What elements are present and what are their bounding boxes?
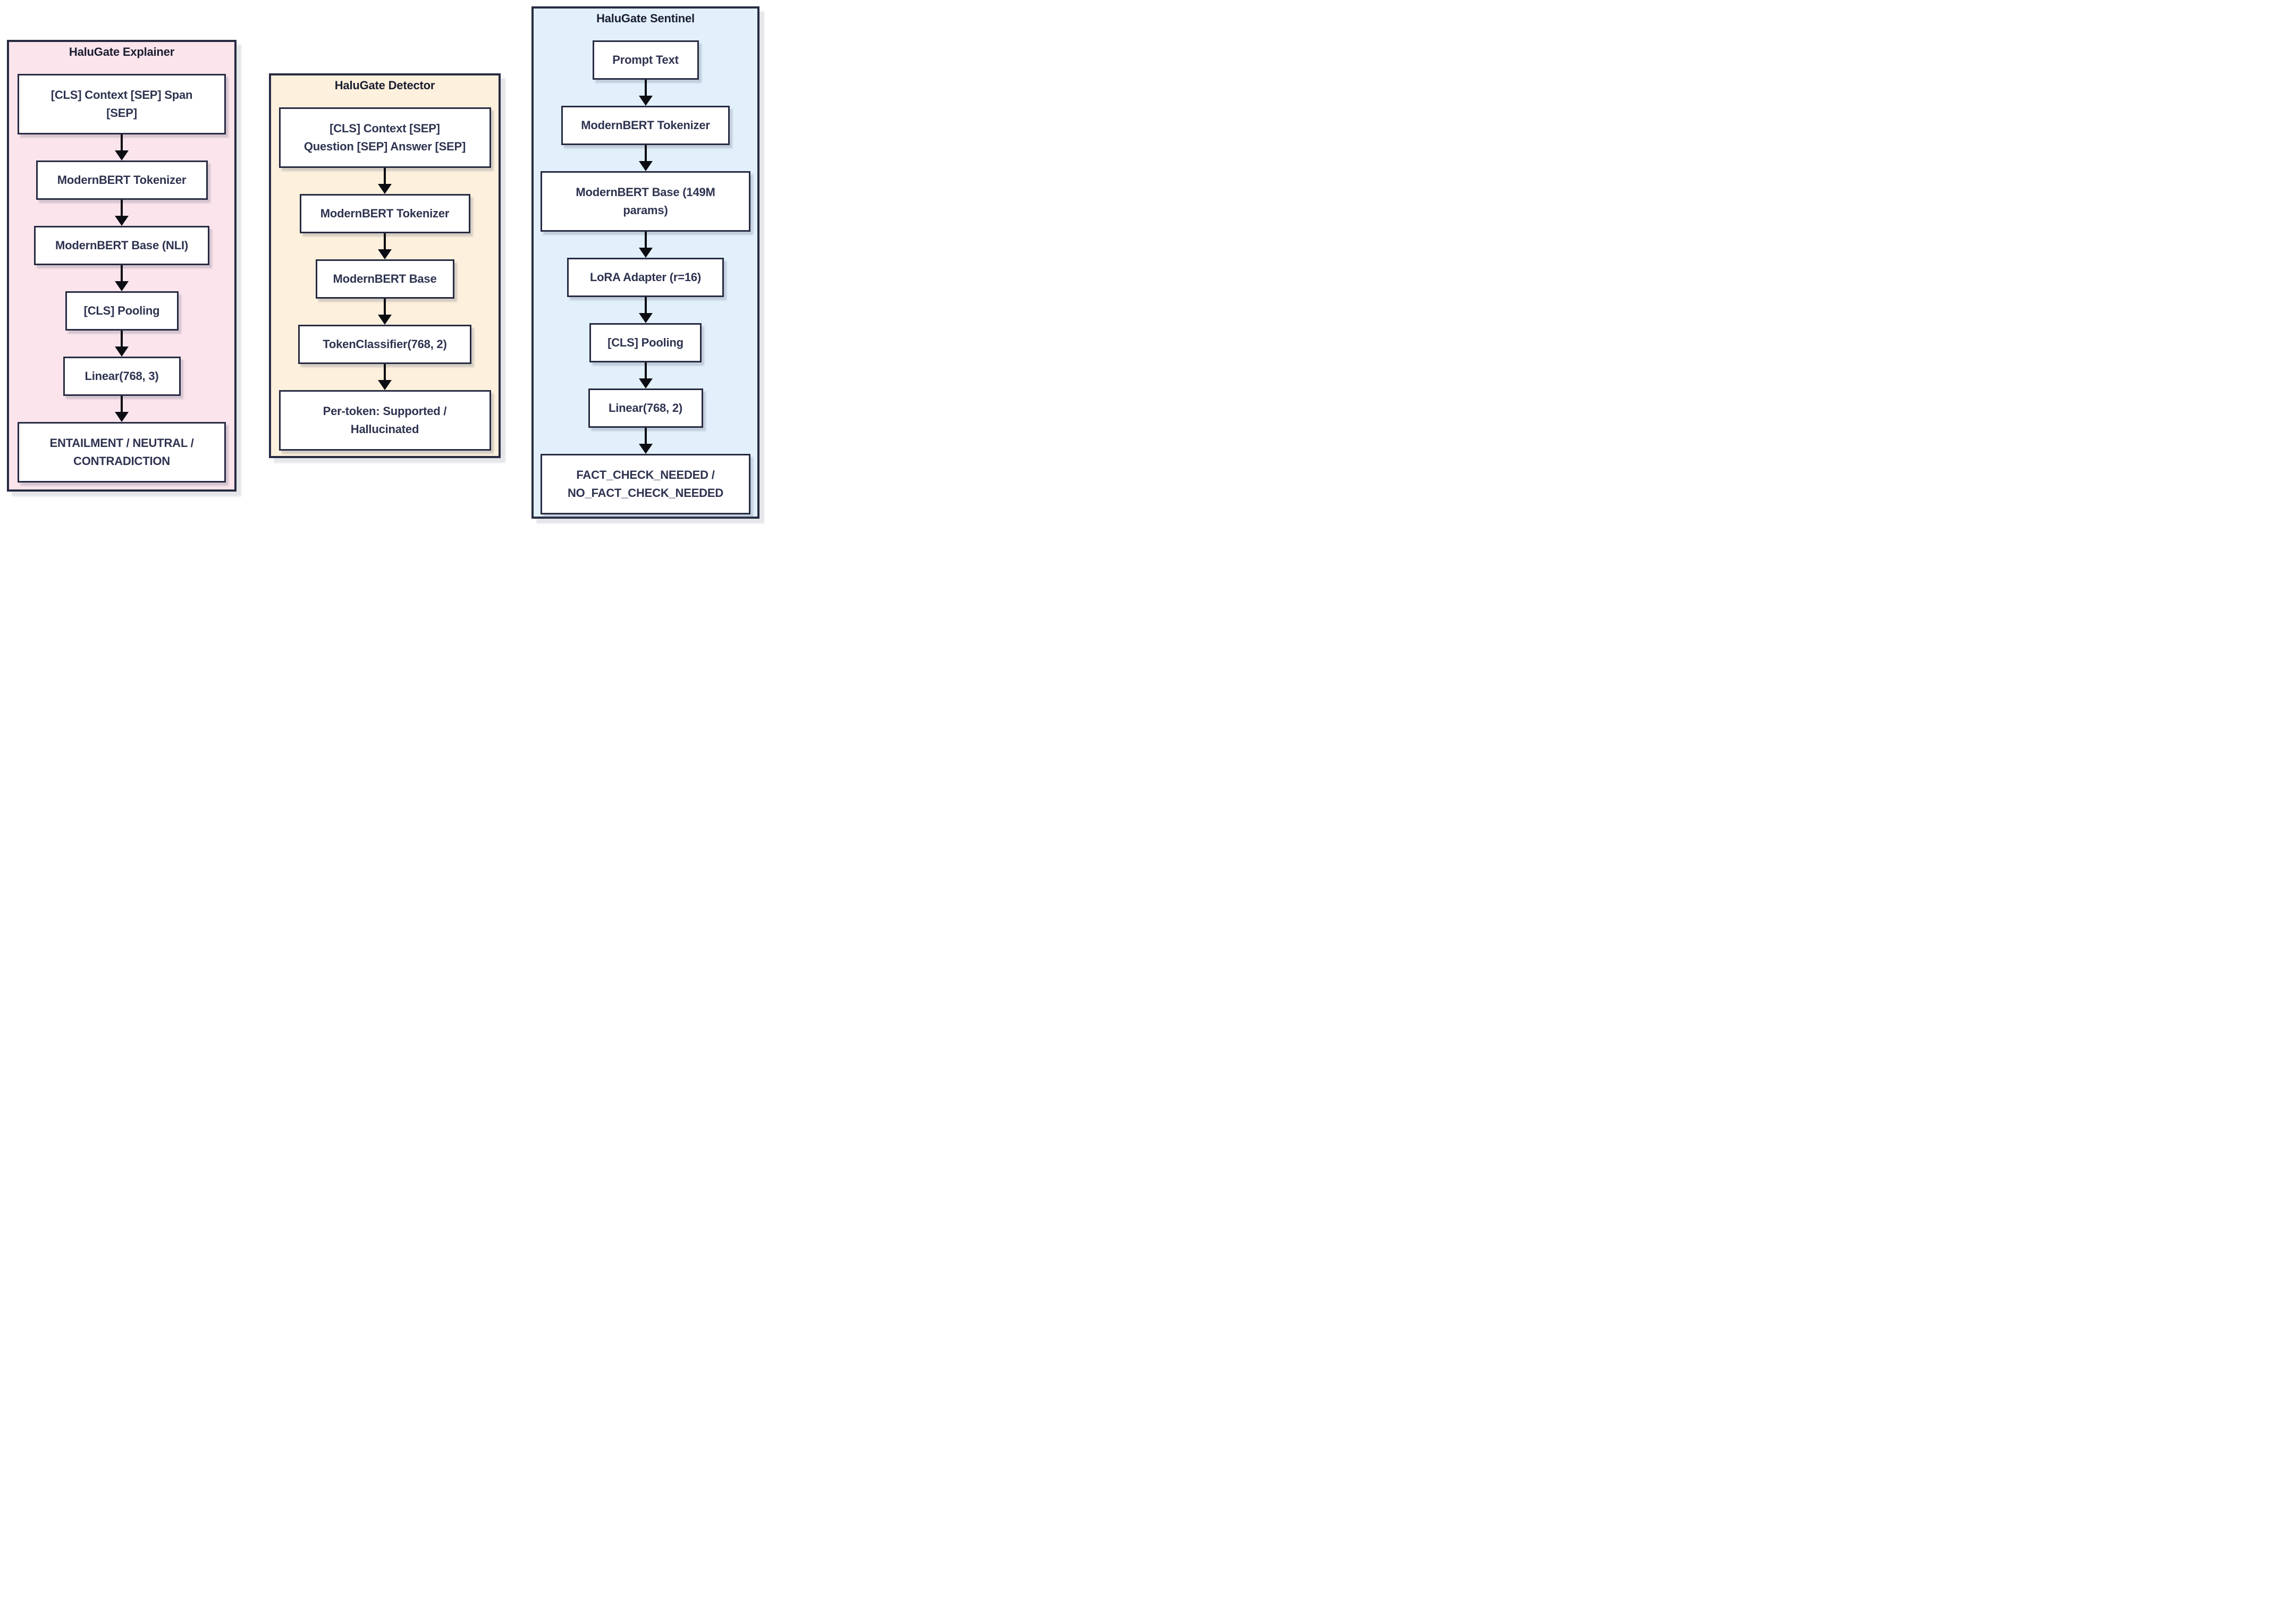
panel-halugate-detector: HaluGate Detector [CLS] Context [SEP] Qu… bbox=[269, 73, 501, 458]
arrow-down-icon bbox=[638, 428, 653, 454]
arrow-shaft bbox=[644, 232, 647, 248]
panel-halugate-sentinel: HaluGate Sentinel Prompt Text ModernBERT… bbox=[531, 6, 759, 519]
arrow-shaft bbox=[644, 297, 647, 313]
arrow-shaft bbox=[121, 134, 123, 150]
flow-node: ENTAILMENT / NEUTRAL / CONTRADICTION bbox=[18, 422, 226, 483]
arrow-down-icon bbox=[115, 331, 129, 357]
arrow-down-icon bbox=[378, 233, 392, 259]
arrow-head bbox=[638, 96, 653, 106]
arrow-down-icon bbox=[638, 80, 653, 106]
arrow-shaft bbox=[384, 233, 386, 249]
flow-node: ModernBERT Tokenizer bbox=[36, 160, 208, 200]
arrow-head bbox=[638, 161, 653, 171]
arrow-shaft bbox=[644, 80, 647, 96]
arrow-down-icon bbox=[115, 396, 129, 422]
arrow-down-icon bbox=[378, 364, 392, 390]
arrow-head bbox=[115, 150, 129, 160]
panel-title: HaluGate Explainer bbox=[69, 45, 175, 58]
flow-node: ModernBERT Base (NLI) bbox=[34, 226, 209, 265]
arrow-shaft bbox=[644, 362, 647, 378]
arrow-shaft bbox=[644, 428, 647, 444]
arrow-down-icon bbox=[115, 200, 129, 226]
flow-node: [CLS] Pooling bbox=[65, 291, 179, 331]
arrow-head bbox=[378, 184, 392, 194]
panel-halugate-explainer: HaluGate Explainer [CLS] Context [SEP] S… bbox=[7, 40, 237, 492]
arrow-head bbox=[638, 444, 653, 454]
arrow-down-icon bbox=[115, 265, 129, 291]
flow-node: [CLS] Pooling bbox=[589, 323, 702, 362]
flow-node: Linear(768, 2) bbox=[588, 388, 703, 428]
arrow-head bbox=[638, 248, 653, 258]
flow-node: FACT_CHECK_NEEDED / NO_FACT_CHECK_NEEDED bbox=[541, 454, 750, 514]
flow-node: [CLS] Context [SEP] Question [SEP] Answe… bbox=[278, 107, 491, 168]
arrow-shaft bbox=[644, 145, 647, 161]
arrow-head bbox=[638, 378, 653, 388]
arrow-down-icon bbox=[638, 232, 653, 258]
arrow-shaft bbox=[121, 396, 123, 412]
flow-node: TokenClassifier(768, 2) bbox=[298, 325, 471, 364]
arrow-down-icon bbox=[638, 297, 653, 323]
arrow-down-icon bbox=[638, 362, 653, 388]
flow-node: ModernBERT Base bbox=[315, 259, 454, 299]
arrow-down-icon bbox=[378, 299, 392, 325]
flow-node: [CLS] Context [SEP] Span [SEP] bbox=[18, 74, 226, 134]
arrow-head bbox=[115, 347, 129, 357]
arrow-head bbox=[378, 380, 392, 390]
arrow-head bbox=[115, 281, 129, 291]
arrow-down-icon bbox=[115, 134, 129, 160]
arrow-shaft bbox=[121, 265, 123, 281]
flow-node: Linear(768, 3) bbox=[63, 357, 181, 396]
arrow-shaft bbox=[384, 168, 386, 184]
arrow-head bbox=[115, 216, 129, 226]
panel-title: HaluGate Detector bbox=[334, 79, 435, 92]
panel-title: HaluGate Sentinel bbox=[596, 12, 695, 25]
flow-node: ModernBERT Tokenizer bbox=[299, 194, 470, 233]
arrow-shaft bbox=[384, 364, 386, 380]
arrow-head bbox=[378, 315, 392, 325]
arrow-shaft bbox=[121, 200, 123, 216]
arrow-down-icon bbox=[638, 145, 653, 171]
arrow-down-icon bbox=[378, 168, 392, 194]
arrow-head bbox=[115, 412, 129, 422]
arrow-head bbox=[638, 313, 653, 323]
flow-node: Per-token: Supported / Hallucinated bbox=[278, 390, 491, 451]
arrow-head bbox=[378, 249, 392, 259]
flow-node: ModernBERT Tokenizer bbox=[561, 106, 730, 145]
flow-node: LoRA Adapter (r=16) bbox=[567, 258, 724, 297]
arrow-shaft bbox=[384, 299, 386, 315]
flow-node: ModernBERT Base (149M params) bbox=[541, 171, 750, 232]
arrow-shaft bbox=[121, 331, 123, 347]
diagram-canvas: HaluGate Explainer [CLS] Context [SEP] S… bbox=[0, 0, 765, 533]
flow-node: Prompt Text bbox=[592, 40, 699, 80]
